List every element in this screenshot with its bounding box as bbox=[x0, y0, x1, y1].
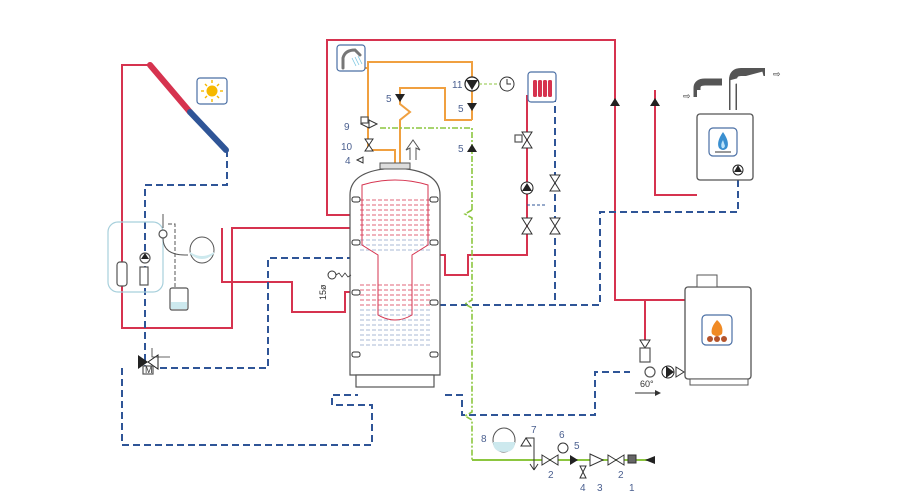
solar-collector bbox=[147, 62, 229, 153]
solid-boiler-return bbox=[445, 371, 630, 416]
clock-icon bbox=[499, 76, 515, 92]
label-11: 11 bbox=[452, 80, 463, 91]
radiator-return-pipe bbox=[440, 95, 556, 306]
solar-flow-pipe bbox=[121, 64, 355, 329]
label-2-left: 2 bbox=[548, 470, 554, 481]
check-valve-icon bbox=[395, 94, 405, 102]
label-5b: 5 bbox=[458, 104, 464, 115]
exhaust-arrow-icon: ⇨ bbox=[773, 69, 781, 79]
air-intake-arrow-icon: ⇨ bbox=[683, 91, 691, 101]
label-3: 3 bbox=[597, 483, 603, 494]
solid-boiler-fittings: 60° bbox=[635, 339, 685, 396]
solar-expansion-vessel-icon bbox=[189, 236, 215, 264]
label-8: 8 bbox=[481, 434, 487, 445]
tank-top-flange bbox=[379, 162, 411, 170]
gas-flame-icon bbox=[715, 132, 731, 153]
label-1: 1 bbox=[629, 483, 635, 494]
shower bbox=[336, 44, 366, 72]
solar-return-pipe bbox=[144, 150, 228, 368]
label-4-top: 4 bbox=[345, 156, 351, 167]
cold-return-pipes bbox=[121, 95, 739, 446]
label-5a: 5 bbox=[386, 94, 392, 105]
gas-wall-boiler: ⇨ ⇨ bbox=[683, 68, 781, 181]
label-4-bottom: 4 bbox=[580, 483, 586, 494]
label-7: 7 bbox=[531, 425, 537, 436]
mains-riser bbox=[463, 209, 473, 460]
three-way-mixing-valve[interactable]: M bbox=[138, 348, 170, 375]
label-10: 10 bbox=[341, 142, 353, 153]
temperature-sensor-icon bbox=[327, 270, 337, 280]
radiator bbox=[527, 71, 557, 103]
gas-boiler-return-link bbox=[654, 90, 697, 196]
solar-pressure-gauge bbox=[158, 229, 168, 239]
coil-lower-pipe bbox=[221, 228, 365, 313]
mains-inlet-assembly: 8 7 2 6 5 4 3 2 1 bbox=[481, 425, 655, 494]
mains-inlet-arrow-icon bbox=[645, 456, 655, 464]
label-5-mains: 5 bbox=[574, 441, 580, 452]
filter-icon bbox=[627, 454, 637, 464]
coil-note-label: 15ø bbox=[318, 284, 328, 300]
tank-base bbox=[355, 374, 435, 388]
solar-pump-station bbox=[107, 214, 215, 311]
label-2-right: 2 bbox=[618, 470, 624, 481]
pressure-gauge-icon bbox=[557, 442, 569, 454]
shower-icon bbox=[341, 48, 363, 70]
valve-motor-label: M bbox=[145, 365, 153, 375]
radiator-flow-pipe bbox=[430, 95, 528, 276]
flow-meter bbox=[116, 261, 128, 287]
check-valve-icon bbox=[650, 98, 660, 106]
buffer-tank: 15ø bbox=[318, 139, 441, 388]
dhw-mixer-pipe bbox=[367, 62, 396, 163]
hot-flow-pipes bbox=[121, 39, 697, 345]
radiator-icon bbox=[533, 80, 552, 97]
tank-body bbox=[349, 167, 441, 376]
dhw-fittings: 9 10 4 5 5 5 11 bbox=[341, 76, 515, 167]
label-5c: 5 bbox=[458, 144, 464, 155]
gas-boiler-return bbox=[555, 180, 739, 306]
label-60-degree: 60° bbox=[640, 379, 654, 389]
sun-icon bbox=[201, 80, 223, 102]
boiler-frame-pipe bbox=[326, 39, 685, 301]
label-6: 6 bbox=[559, 430, 565, 441]
label-9: 9 bbox=[344, 122, 350, 133]
wood-fire-icon bbox=[707, 320, 727, 342]
pressure-reducer-icon bbox=[589, 453, 605, 467]
cold-mixer-line bbox=[380, 127, 473, 210]
heating-circuit-fittings bbox=[514, 131, 561, 235]
inner-dhw-vessel bbox=[361, 179, 429, 321]
check-valve-icon bbox=[610, 98, 620, 106]
air-vent-icon bbox=[405, 139, 421, 160]
solid-fuel-boiler bbox=[684, 274, 752, 386]
mixing-return-pipe bbox=[121, 368, 373, 446]
